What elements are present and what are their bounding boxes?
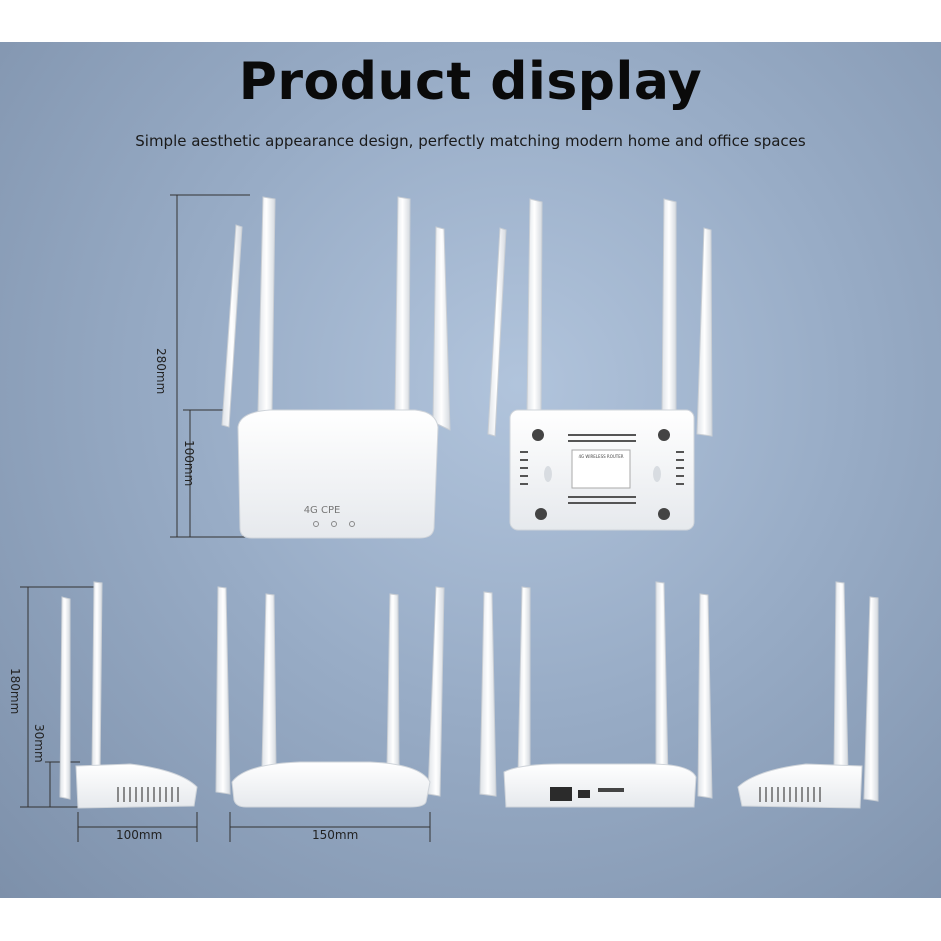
- router-rear-low-view: [479, 581, 713, 808]
- router-front-low-view: [215, 586, 445, 808]
- router-right-side-view: [737, 581, 879, 809]
- dim-depth: 100mm: [116, 828, 163, 842]
- product-illustrations: 4G CPE 4G WIREL: [20, 194, 879, 842]
- dimension-lines: [20, 194, 431, 842]
- back-label-heading: 4G WIRELESS ROUTER: [578, 454, 623, 459]
- page-subtitle: Simple aesthetic appearance design, perf…: [135, 132, 806, 150]
- router-front-view: 4G CPE: [221, 196, 451, 539]
- page-title: Product display: [238, 52, 703, 112]
- dim-width: 150mm: [312, 828, 359, 842]
- dim-side-body-height: 30mm: [32, 724, 46, 763]
- front-logo: 4G CPE: [304, 505, 341, 516]
- dim-side-total-height: 180mm: [8, 668, 22, 715]
- router-left-side-view: [59, 581, 198, 809]
- product-display-banner: Product display Simple aesthetic appeara…: [0, 42, 941, 898]
- router-back-view: 4G WIRELESS ROUTER: [487, 198, 713, 531]
- dim-body-height: 100mm: [182, 440, 196, 487]
- dim-total-height: 280mm: [154, 348, 168, 395]
